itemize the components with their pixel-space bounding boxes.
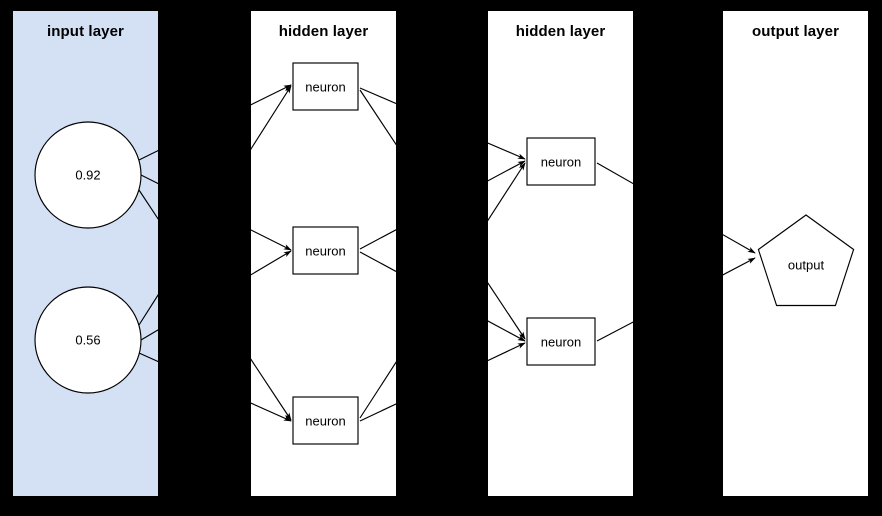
edge-input-node-2-to-hidden1-neuron-1 bbox=[251, 85, 292, 150]
edge-hidden1-neuron-1-to-hidden2-neuron-2 bbox=[488, 282, 526, 340]
hidden1-neuron-3[interactable] bbox=[292, 396, 359, 445]
hidden1-neuron-1-label: neuron bbox=[305, 79, 346, 94]
edge-hidden1-neuron-3-to-hidden2-neuron-2 bbox=[488, 342, 526, 362]
layer-panel-hidden-1: hidden layer neuron neuron neuron bbox=[251, 11, 396, 496]
hidden2-neuron-1-label: neuron bbox=[540, 154, 582, 169]
edge-input-node-1-to-hidden1-neuron-2 bbox=[140, 174, 158, 185]
layer-panel-output: output layer output bbox=[723, 11, 868, 496]
layer-title-input: input layer bbox=[47, 23, 124, 40]
edge-hidden1-neuron-3-to-hidden2-neuron-1 bbox=[359, 361, 396, 419]
edge-hidden2-neuron-1-to-output-node bbox=[596, 162, 633, 185]
edge-input-node-2-to-hidden1-neuron-2 bbox=[251, 250, 292, 276]
edge-hidden1-neuron-2-to-hidden2-neuron-2 bbox=[359, 251, 396, 273]
layer-graphics-output bbox=[723, 214, 855, 307]
hidden1-neuron-2[interactable] bbox=[292, 226, 359, 275]
edge-input-node-1-to-hidden1-neuron-3 bbox=[138, 189, 158, 220]
input-node-2[interactable] bbox=[34, 286, 142, 394]
edge-input-node-2-to-hidden1-neuron-2 bbox=[140, 329, 158, 341]
edge-input-node-1-to-hidden1-neuron-3 bbox=[251, 358, 292, 421]
edge-hidden2-neuron-1-to-output-node bbox=[723, 234, 756, 254]
edge-hidden1-neuron-2-to-hidden2-neuron-2 bbox=[488, 320, 526, 342]
layer-graphics-hidden-2 bbox=[488, 137, 633, 366]
layer-graphics-input bbox=[34, 121, 158, 394]
hidden1-neuron-1[interactable] bbox=[292, 62, 359, 111]
layer-graphics-hidden-1 bbox=[251, 62, 396, 445]
edge-hidden1-neuron-3-to-hidden2-neuron-1 bbox=[488, 162, 526, 222]
hidden2-neuron-2[interactable] bbox=[526, 317, 596, 366]
edge-input-node-1-to-hidden1-neuron-2 bbox=[251, 229, 292, 251]
edge-input-node-2-to-hidden1-neuron-3 bbox=[138, 352, 158, 363]
layer-title-hidden-2: hidden layer bbox=[515, 23, 606, 40]
edge-hidden1-neuron-1-to-hidden2-neuron-1 bbox=[359, 87, 396, 105]
edge-input-node-2-to-hidden1-neuron-3 bbox=[251, 402, 292, 422]
edge-hidden1-neuron-1-to-hidden2-neuron-1 bbox=[488, 142, 526, 160]
edge-input-node-1-to-hidden1-neuron-1 bbox=[251, 84, 292, 106]
hidden2-neuron-2-label: neuron bbox=[540, 334, 582, 349]
output-node-label: output bbox=[787, 257, 825, 273]
edge-hidden1-neuron-2-to-hidden2-neuron-1 bbox=[359, 229, 396, 250]
edge-hidden2-neuron-2-to-output-node bbox=[723, 257, 756, 276]
edge-hidden2-neuron-2-to-output-node bbox=[596, 321, 633, 342]
layer-panel-input: input layer 0.92 0.56 bbox=[13, 11, 158, 496]
layer-title-output: output layer bbox=[751, 23, 840, 40]
hidden2-neuron-1[interactable] bbox=[526, 137, 596, 186]
edge-hidden1-neuron-3-to-hidden2-neuron-2 bbox=[359, 403, 396, 422]
input-node-1-label: 0.92 bbox=[75, 167, 101, 183]
layer-title-hidden-1: hidden layer bbox=[278, 23, 369, 40]
edge-input-node-2-to-hidden1-neuron-1 bbox=[138, 294, 158, 326]
input-node-1[interactable] bbox=[34, 121, 142, 229]
edge-input-node-1-to-hidden1-neuron-1 bbox=[138, 149, 158, 161]
hidden1-neuron-3-label: neuron bbox=[305, 413, 346, 428]
edge-hidden1-neuron-2-to-hidden2-neuron-1 bbox=[488, 160, 526, 182]
layer-panel-hidden-2: hidden layer neuron neuron bbox=[488, 11, 633, 496]
edge-hidden1-neuron-1-to-hidden2-neuron-2 bbox=[359, 89, 396, 146]
hidden1-neuron-2-label: neuron bbox=[305, 243, 346, 258]
input-node-2-label: 0.56 bbox=[75, 332, 101, 348]
output-node[interactable] bbox=[757, 214, 855, 307]
